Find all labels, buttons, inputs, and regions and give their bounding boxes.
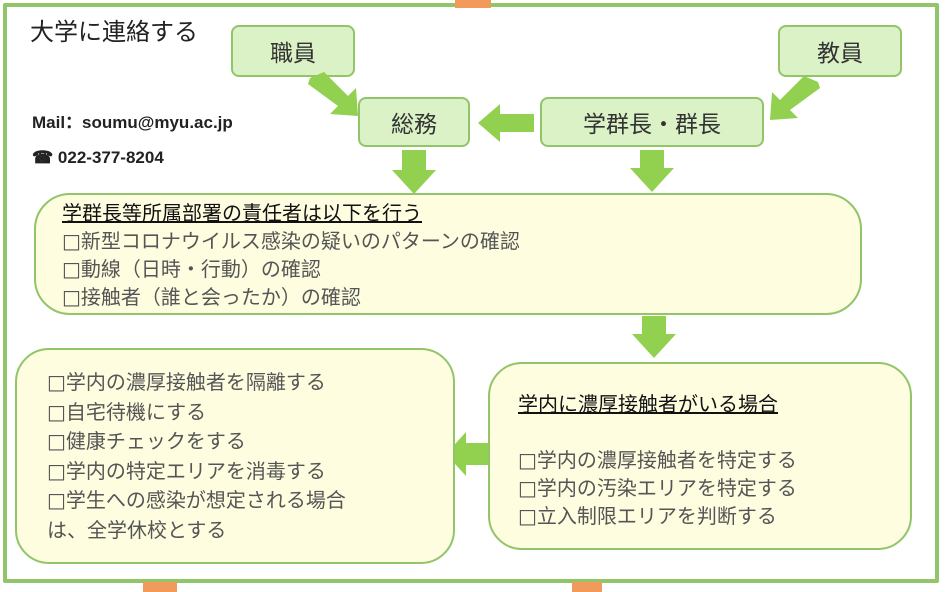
action-item: は、全学休校とする (47, 517, 227, 542)
responsible-heading: 学群長等所属部署の責任者は以下を行う (62, 201, 422, 225)
responsible-item: □接触者（誰と会ったか）の確認 (62, 285, 361, 309)
arrow-down-icon (392, 150, 436, 194)
contact-mail: Mail：soumu@myu.ac.jp (32, 113, 233, 132)
close-contact-item: □立入制限エリアを判断する (518, 504, 777, 528)
arrow-left-icon (446, 432, 494, 476)
close-contact-item: □学内の濃厚接触者を特定する (518, 448, 797, 472)
general-affairs-box: 総務 (358, 97, 470, 147)
staff-label: 職員 (270, 41, 316, 67)
phone-icon: ☎ (32, 148, 54, 167)
connector-bottom-right (572, 582, 602, 592)
general-affairs-label: 総務 (391, 112, 437, 138)
connector-bottom-left (143, 582, 177, 592)
dean-label: 学群長・群長 (583, 112, 721, 138)
arrow-diagonal-icon (308, 72, 358, 116)
close-contact-note: 学内に濃厚接触者がいる場合 □学内の濃厚接触者を特定する □学内の汚染エリアを特… (488, 362, 912, 550)
arrow-diagonal-icon (770, 76, 820, 120)
actions-note: □学内の濃厚接触者を隔離する □自宅待機にする □健康チェックをする □学内の特… (15, 348, 455, 564)
responsible-item: □動線（日時・行動）の確認 (62, 257, 321, 281)
faculty-box: 教員 (778, 25, 902, 77)
close-contact-item: □学内の汚染エリアを特定する (518, 476, 797, 500)
action-item: □学内の濃厚接触者を隔離する (47, 370, 326, 394)
dean-box: 学群長・群長 (540, 97, 764, 147)
contact-phone: ☎ 022-377-8204 (32, 148, 164, 168)
arrow-down-icon (630, 150, 674, 192)
faculty-label: 教員 (817, 41, 863, 67)
action-item: □学内の特定エリアを消毒する (47, 458, 326, 483)
action-item: □健康チェックをする (47, 429, 246, 453)
arrow-left-icon (478, 104, 534, 142)
page-title: 大学に連絡する (30, 18, 198, 46)
phone-number: 022-377-8204 (57, 148, 164, 167)
action-item: □学生への感染が想定される場合 (47, 488, 346, 512)
connector-top (455, 0, 491, 8)
close-contact-heading: 学内に濃厚接触者がいる場合 (518, 392, 778, 416)
responsible-note: 学群長等所属部署の責任者は以下を行う □新型コロナウイルス感染の疑いのパターンの… (34, 193, 862, 315)
responsible-item: □新型コロナウイルス感染の疑いのパターンの確認 (62, 229, 520, 253)
arrow-down-icon (632, 316, 676, 358)
action-item: □自宅待機にする (47, 399, 207, 424)
staff-box: 職員 (231, 25, 355, 77)
